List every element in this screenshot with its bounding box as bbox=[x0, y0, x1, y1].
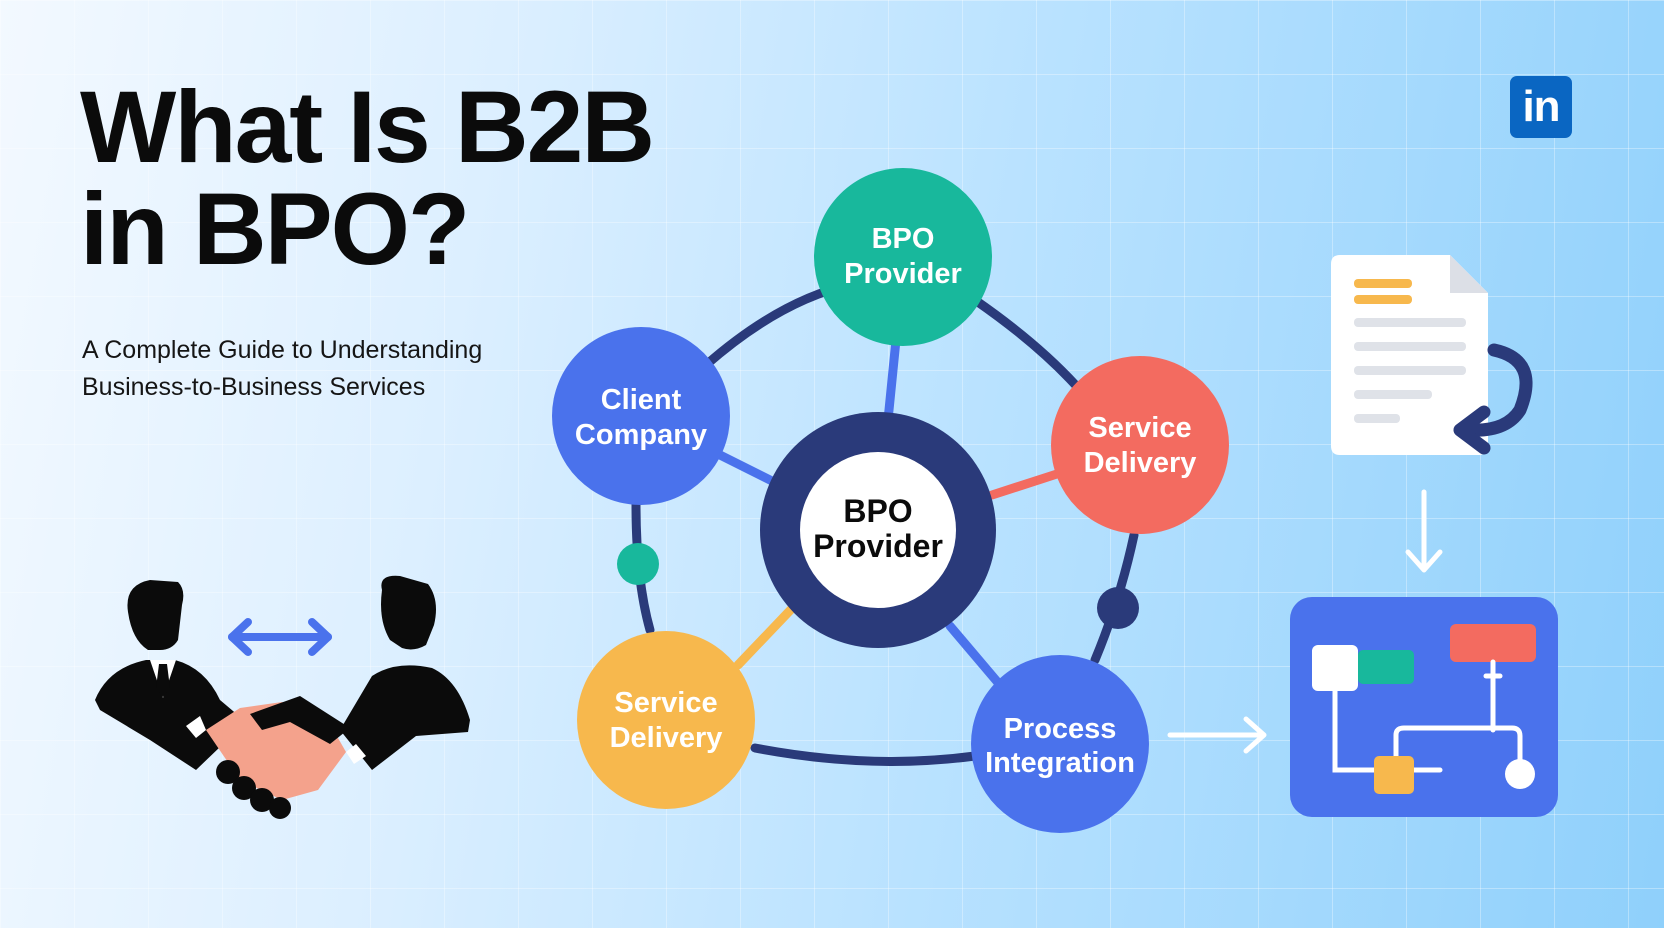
title-line-1: What Is B2B bbox=[80, 70, 655, 184]
node-label-line1: Service bbox=[614, 687, 717, 719]
node-circle bbox=[552, 327, 730, 505]
subtitle-line-1: A Complete Guide to Understanding bbox=[82, 336, 483, 364]
node-bpo-provider: BPO Provider bbox=[814, 168, 992, 346]
spoke-right bbox=[987, 468, 1065, 500]
right-arrow-icon bbox=[1167, 716, 1267, 754]
connector-dot-navy bbox=[1097, 587, 1139, 629]
spoke-bottom-left bbox=[733, 595, 805, 670]
spoke-bottom-right bbox=[945, 621, 1005, 690]
node-service-delivery-bottom: Service Delivery bbox=[577, 631, 755, 809]
ring-segment-bottom bbox=[750, 743, 980, 766]
spoke-top bbox=[883, 335, 901, 425]
node-label-line2: Provider bbox=[844, 258, 962, 290]
node-label-line2: Delivery bbox=[1084, 447, 1197, 479]
node-label-line1: Client bbox=[601, 384, 682, 416]
ring-segment-top-right bbox=[970, 295, 1085, 395]
right-person-icon bbox=[340, 575, 470, 770]
node-service-delivery-right: Service Delivery bbox=[1051, 356, 1229, 534]
center-label-line1: BPO bbox=[843, 493, 912, 529]
node-label-line1: Process bbox=[1004, 713, 1117, 745]
document-icon bbox=[1331, 255, 1488, 455]
double-arrow-icon bbox=[228, 618, 332, 656]
spokes bbox=[711, 335, 1065, 690]
node-label-line2: Company bbox=[575, 419, 707, 451]
node-client-company: Client Company bbox=[552, 327, 730, 505]
return-arrow-icon bbox=[1453, 343, 1533, 455]
workflow-diagram-icon bbox=[1290, 597, 1558, 817]
handshake-hands-icon bbox=[186, 696, 366, 819]
node-label-line2: Delivery bbox=[610, 722, 723, 754]
node-label-line2: Integration bbox=[985, 747, 1135, 779]
node-circle bbox=[1051, 356, 1229, 534]
center-node: BPO Provider bbox=[760, 412, 996, 648]
node-circle bbox=[971, 655, 1149, 833]
title-line-2: in BPO? bbox=[80, 172, 470, 286]
node-circle bbox=[814, 168, 992, 346]
left-person-icon bbox=[95, 580, 246, 770]
spoke-left bbox=[711, 448, 785, 490]
down-arrow-icon bbox=[1405, 489, 1443, 573]
node-process-integration: Process Integration bbox=[971, 655, 1149, 833]
node-label-line1: BPO bbox=[872, 223, 935, 255]
node-label-line1: Service bbox=[1088, 412, 1191, 444]
subtitle-line-2: Business-to-Business Services bbox=[82, 373, 426, 401]
connector-dot-teal bbox=[617, 543, 659, 585]
center-label-line2: Provider bbox=[813, 528, 943, 564]
linkedin-logo-icon: in bbox=[1510, 76, 1572, 138]
handshake-illustration bbox=[95, 575, 470, 819]
node-circle bbox=[577, 631, 755, 809]
